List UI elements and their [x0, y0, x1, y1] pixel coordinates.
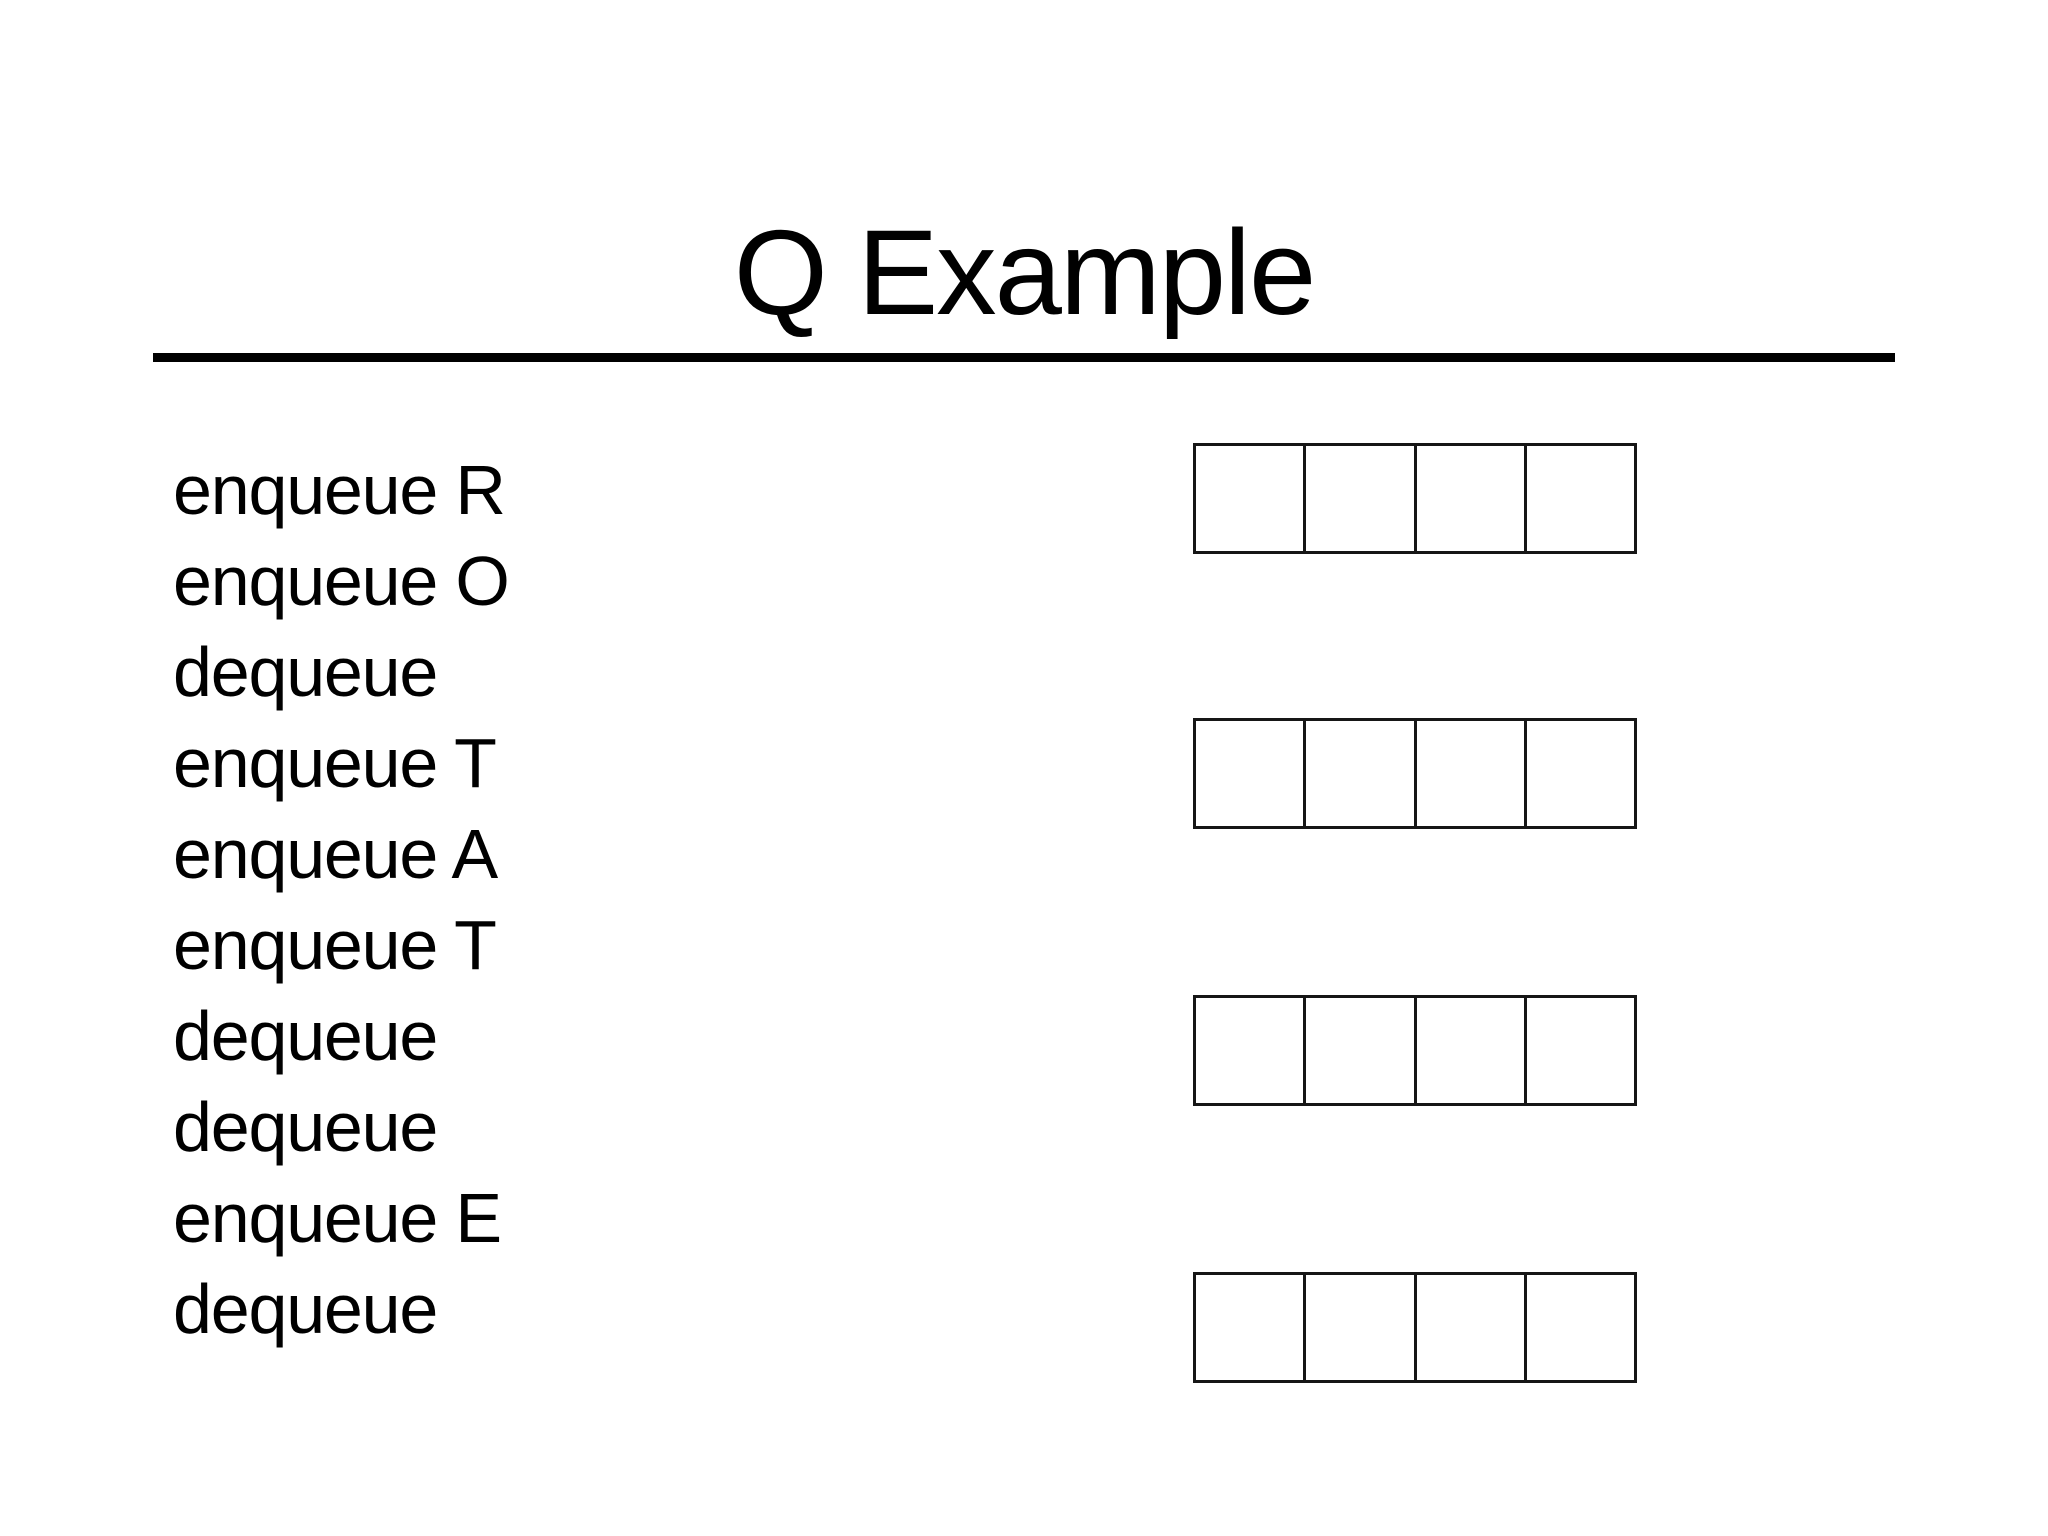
operation-item: enqueue E: [173, 1179, 502, 1257]
queue-cell: [1303, 1275, 1413, 1380]
queue-cell: [1523, 721, 1634, 826]
operation-item: enqueue O: [173, 542, 510, 620]
queue-cell: [1413, 446, 1524, 551]
queue-cell: [1196, 1275, 1303, 1380]
queue-cell: [1523, 446, 1634, 551]
queue-cell: [1523, 1275, 1634, 1380]
queue-cell: [1523, 998, 1634, 1103]
queue-cell: [1196, 998, 1303, 1103]
operation-item: enqueue T: [173, 724, 497, 802]
operations-list: enqueue R enqueue O dequeue enqueue T enqueu…: [173, 445, 510, 1355]
title-underline: [153, 353, 1895, 362]
queue-cell: [1413, 721, 1524, 826]
operation-item: enqueue T: [173, 906, 497, 984]
slide-title: Q Example: [733, 204, 1317, 340]
queue-cell: [1196, 446, 1303, 551]
queue-box: [1193, 995, 1637, 1106]
queue-cell: [1196, 721, 1303, 826]
queue-box: [1193, 718, 1637, 829]
queue-box: [1193, 1272, 1637, 1383]
operation-item: dequeue: [173, 997, 438, 1075]
queue-box: [1193, 443, 1637, 554]
operation-item: dequeue: [173, 1270, 438, 1348]
queue-cell: [1413, 998, 1524, 1103]
queue-cell: [1303, 446, 1413, 551]
queue-cell: [1413, 1275, 1524, 1380]
queue-cell: [1303, 721, 1413, 826]
operation-item: enqueue R: [173, 451, 506, 529]
queue-cell: [1303, 998, 1413, 1103]
operation-item: dequeue: [173, 633, 438, 711]
operation-item: enqueue A: [173, 815, 498, 893]
operation-item: dequeue: [173, 1088, 438, 1166]
